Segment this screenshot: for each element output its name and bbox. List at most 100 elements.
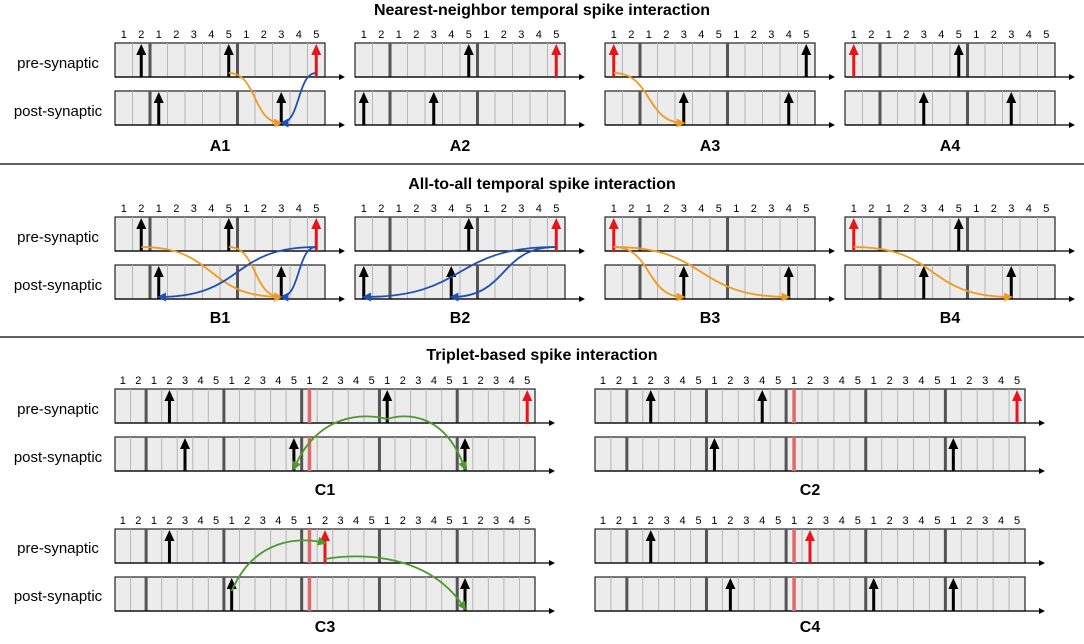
bin-number: 4 xyxy=(680,515,686,527)
bin-number: 5 xyxy=(1014,375,1020,387)
panel-label: A4 xyxy=(940,138,961,155)
section-title-triplet: Triplet-based spike interaction xyxy=(426,347,657,364)
bin-number: 2 xyxy=(413,29,419,41)
current-spike-head xyxy=(522,390,533,401)
bin-number: 1 xyxy=(151,515,157,527)
current-spike-head xyxy=(1012,390,1023,401)
bin-number: 4 xyxy=(998,375,1004,387)
bin-number: 3 xyxy=(337,375,343,387)
bin-number: 3 xyxy=(278,203,284,215)
bin-number: 1 xyxy=(120,375,126,387)
bin-number: 4 xyxy=(698,203,704,215)
bin-number: 1 xyxy=(646,203,652,215)
time-axis-arrowhead xyxy=(1069,248,1075,254)
bin-number: 2 xyxy=(991,29,997,41)
bin-number: 1 xyxy=(711,515,717,527)
spike-head xyxy=(918,92,929,103)
time-axis-arrowhead xyxy=(579,74,585,80)
bin-number: 2 xyxy=(400,375,406,387)
bin-number: 3 xyxy=(182,515,188,527)
bin-number: 3 xyxy=(1008,203,1014,215)
bin-number: 3 xyxy=(823,515,829,527)
bin-number: 2 xyxy=(261,203,267,215)
spike-head xyxy=(358,266,369,277)
spike-head xyxy=(645,530,656,541)
spike-head xyxy=(276,266,287,277)
bin-number: 5 xyxy=(855,375,861,387)
bin-number: 5 xyxy=(695,375,701,387)
spike-head xyxy=(276,92,287,103)
panel-label: A3 xyxy=(700,138,721,155)
bin-number: 5 xyxy=(956,203,962,215)
bin-number: 1 xyxy=(611,29,617,41)
bin-number: 5 xyxy=(213,515,219,527)
section-title-all-to-all: All-to-all temporal spike interaction xyxy=(408,176,676,193)
time-axis-arrowhead xyxy=(579,248,585,254)
bin-number: 3 xyxy=(982,375,988,387)
ltp-interaction-arrow xyxy=(228,72,284,128)
pre-synaptic-label: pre-synaptic xyxy=(17,55,99,72)
bin-number: 1 xyxy=(950,515,956,527)
spike-head xyxy=(918,266,929,277)
bin-number: 2 xyxy=(628,29,634,41)
post-synaptic-row xyxy=(114,436,536,472)
bin-number: 3 xyxy=(681,203,687,215)
spike-head xyxy=(446,266,457,277)
bin-number: 2 xyxy=(501,203,507,215)
time-axis-arrowhead xyxy=(1069,122,1075,128)
current-spike-head xyxy=(848,44,859,55)
bin-number: 2 xyxy=(966,515,972,527)
ltd-interaction-arrow xyxy=(361,246,557,302)
spike-head xyxy=(164,530,175,541)
bin-number: 4 xyxy=(1026,29,1032,41)
triplet-interaction-arrow xyxy=(386,415,467,471)
bin-number: 3 xyxy=(191,29,197,41)
bin-number: 3 xyxy=(415,375,421,387)
bin-number: 3 xyxy=(278,29,284,41)
bin-number: 3 xyxy=(191,203,197,215)
bin-number: 1 xyxy=(306,515,312,527)
bin-number: 1 xyxy=(611,203,617,215)
bin-number: 5 xyxy=(291,515,297,527)
spike-head xyxy=(678,266,689,277)
bin-number: 1 xyxy=(361,203,367,215)
bin-number: 4 xyxy=(275,375,281,387)
spike-head xyxy=(868,578,879,589)
bin-number: 1 xyxy=(151,375,157,387)
spike-head xyxy=(801,44,812,55)
time-axis-arrowhead xyxy=(549,420,555,426)
panel-label: B3 xyxy=(700,310,721,327)
spike-head xyxy=(223,44,234,55)
bin-number: 2 xyxy=(378,29,384,41)
time-axis-arrowhead xyxy=(1039,468,1045,474)
time-axis-arrowhead xyxy=(1069,74,1075,80)
current-spike-head xyxy=(608,218,619,229)
panel-label: C4 xyxy=(800,619,821,636)
bin-number: 1 xyxy=(361,29,367,41)
post-synaptic-row xyxy=(114,576,536,612)
bin-number: 3 xyxy=(768,29,774,41)
bin-number: 1 xyxy=(121,29,127,41)
bin-number: 4 xyxy=(296,29,302,41)
bin-number: 2 xyxy=(477,375,483,387)
bin-number: 2 xyxy=(887,515,893,527)
post-synaptic-label: post-synaptic xyxy=(14,588,103,605)
triplet-interaction-arrow xyxy=(230,536,327,592)
bin-number: 3 xyxy=(260,375,266,387)
time-axis-arrowhead xyxy=(549,608,555,614)
time-axis-arrowhead xyxy=(1039,420,1045,426)
bin-number: 2 xyxy=(244,515,250,527)
bin-number: 2 xyxy=(887,375,893,387)
bin-number: 4 xyxy=(431,375,437,387)
bin-number: 1 xyxy=(871,515,877,527)
bin-number: 1 xyxy=(384,375,390,387)
bin-number: 5 xyxy=(446,375,452,387)
bin-number: 1 xyxy=(120,515,126,527)
bin-number: 1 xyxy=(243,203,249,215)
bin-number: 4 xyxy=(431,515,437,527)
spike-head xyxy=(953,218,964,229)
